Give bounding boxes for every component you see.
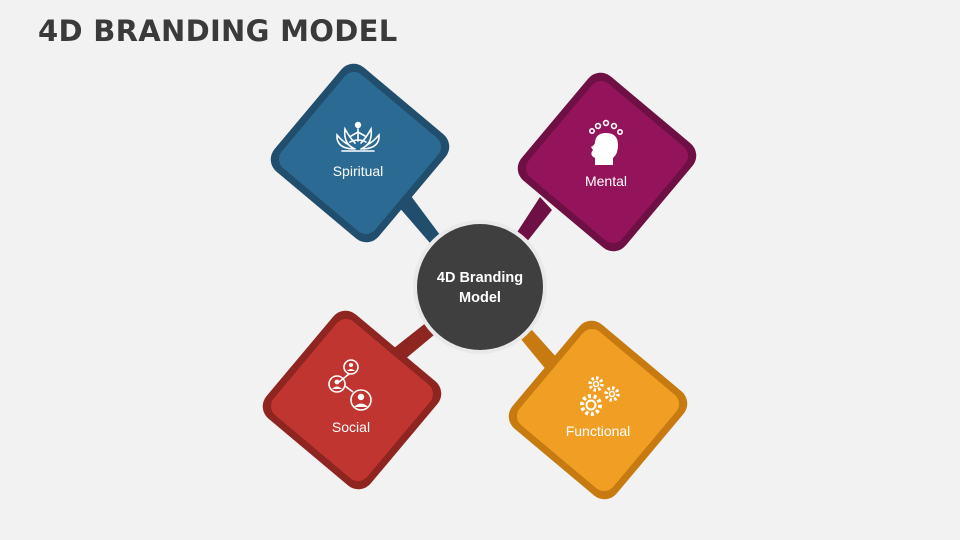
- quadrant-label-social: Social: [332, 419, 370, 435]
- quadrant-label-mental: Mental: [585, 173, 627, 189]
- page-title: 4D BRANDING MODEL: [38, 14, 398, 48]
- quadrant-fill: [516, 328, 680, 492]
- gears-icon: [580, 376, 620, 416]
- quadrant-functional: Functional: [508, 320, 688, 500]
- quadrant-mental: Mental: [517, 72, 697, 252]
- center-circle: [417, 224, 543, 350]
- quadrant-label-spiritual: Spiritual: [333, 163, 384, 179]
- connector-spiritual: [398, 196, 446, 250]
- lotus-meditation-icon: [336, 121, 380, 152]
- center-node: 4D Branding Model: [413, 220, 547, 354]
- quadrant-social: Social: [262, 310, 442, 490]
- quadrant-label-functional: Functional: [566, 423, 631, 439]
- center-label-line2: Model: [459, 290, 501, 306]
- quadrant-fill: [270, 318, 434, 482]
- quadrant-fill: [278, 71, 442, 235]
- head-mind-icon: [588, 119, 624, 165]
- center-label-line1: 4D Branding: [437, 270, 523, 286]
- quadrant-spiritual: Spiritual: [270, 63, 450, 243]
- social-network-icon: [328, 359, 372, 411]
